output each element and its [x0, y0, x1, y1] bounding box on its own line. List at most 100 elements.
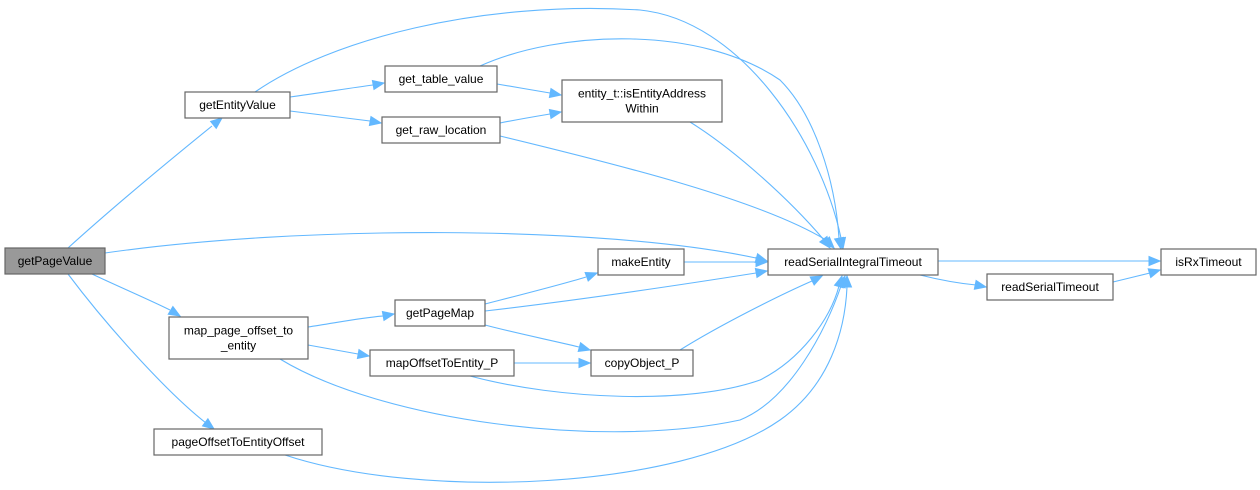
arrowhead-icon — [548, 87, 563, 99]
node-box[interactable] — [597, 248, 685, 276]
arrowhead-icon — [209, 117, 224, 130]
edge-make-entity-to-read-serial-integral-timeout — [684, 256, 769, 268]
edges-layer — [67, 7, 1162, 483]
node-box[interactable] — [561, 79, 723, 123]
edge-get-page-value-to-map-page-offset-to-entity — [91, 273, 182, 317]
edge-line — [484, 272, 757, 312]
node-label: get_table_value — [399, 72, 484, 86]
node-label: copyObject_P — [605, 356, 680, 370]
edge-get-page-value-to-get-entity-value — [67, 117, 224, 249]
node-box[interactable] — [153, 428, 323, 456]
edge-get-table-value-to-is-entity-address-within — [496, 83, 563, 99]
node-read-serial-timeout[interactable]: readSerialTimeout — [986, 273, 1114, 301]
node-get-table-value[interactable]: get_table_value — [384, 65, 498, 93]
arrowhead-icon — [973, 279, 988, 290]
node-get-page-map[interactable]: getPageMap — [394, 299, 486, 327]
edge-line — [67, 273, 207, 424]
node-box[interactable] — [168, 316, 309, 360]
node-box[interactable] — [986, 273, 1114, 301]
arrowhead-icon — [578, 357, 592, 369]
node-label: makeEntity — [611, 255, 670, 269]
edge-line — [469, 285, 840, 398]
edge-line — [307, 344, 359, 355]
node-label: Within — [625, 102, 658, 116]
edge-line — [479, 38, 840, 239]
edge-line — [484, 276, 587, 305]
edge-page-offset-to-entity-offset-to-read-serial-integral-timeout — [284, 274, 853, 483]
edge-copy-object-p-to-read-serial-integral-timeout — [679, 275, 824, 351]
edge-get-entity-value-to-get-raw-location — [289, 110, 383, 127]
arrowhead-icon — [755, 256, 769, 268]
node-label: pageOffsetToEntityOffset — [172, 435, 306, 449]
node-page-offset-to-entity-offset[interactable]: pageOffsetToEntityOffset — [153, 428, 323, 456]
edge-map-offset-to-entity-p-to-copy-object-p — [514, 357, 592, 369]
node-box[interactable] — [184, 91, 291, 119]
edge-read-serial-timeout-to-is-rx-timeout — [1112, 268, 1162, 283]
node-box[interactable] — [1160, 248, 1257, 276]
arrowhead-icon — [356, 348, 371, 360]
node-label: map_page_offset_to — [184, 324, 294, 338]
edge-get-entity-value-to-read-serial-integral-timeout — [254, 7, 847, 251]
edge-get-page-map-to-copy-object-p — [484, 324, 592, 353]
edge-line — [104, 232, 757, 259]
arrowhead-icon — [548, 108, 563, 120]
edge-get-raw-location-to-read-serial-integral-timeout — [499, 135, 835, 249]
arrowhead-icon — [818, 235, 831, 250]
edge-line — [1112, 272, 1151, 283]
edge-line — [689, 121, 825, 241]
edge-line — [67, 125, 213, 249]
edge-line — [284, 286, 848, 483]
nodes-layer: getPageValue getEntityValue get_table_valu… — [4, 65, 1257, 456]
node-map-page-offset-to-entity[interactable]: map_page_offset_to_entity — [168, 316, 309, 360]
node-label: readSerialIntegralTimeout — [784, 255, 922, 269]
arrowhead-icon — [371, 79, 386, 91]
edge-get-entity-value-to-get-table-value — [289, 79, 386, 98]
arrowhead-icon — [1148, 255, 1162, 267]
node-get-page-value[interactable]: getPageValue — [4, 247, 106, 275]
node-label: get_raw_location — [396, 123, 487, 137]
node-label: getEntityValue — [199, 98, 276, 112]
node-box[interactable] — [590, 349, 694, 377]
edge-get-table-value-to-read-serial-integral-timeout — [479, 38, 845, 251]
edge-get-page-map-to-read-serial-integral-timeout — [484, 267, 769, 312]
edge-line — [91, 273, 171, 311]
edge-line — [289, 84, 374, 98]
arrowhead-icon — [201, 417, 216, 430]
arrowhead-icon — [167, 305, 182, 317]
node-box[interactable] — [369, 349, 515, 377]
edge-get-page-value-to-page-offset-to-entity-offset — [67, 273, 216, 430]
edge-line — [919, 274, 977, 286]
node-label: mapOffsetToEntity_P — [386, 356, 499, 370]
node-make-entity[interactable]: makeEntity — [597, 248, 685, 276]
edge-line — [499, 113, 551, 124]
edge-read-serial-integral-timeout-to-is-rx-timeout — [938, 255, 1162, 267]
node-box[interactable] — [381, 116, 501, 144]
node-map-offset-to-entity-p[interactable]: mapOffsetToEntity_P — [369, 349, 515, 377]
node-box[interactable] — [4, 247, 106, 275]
edge-map-page-offset-to-entity-to-map-offset-to-entity-p — [307, 344, 371, 360]
node-read-serial-integral-timeout[interactable]: readSerialIntegralTimeout — [767, 248, 939, 276]
node-box[interactable] — [767, 248, 939, 276]
edge-map-offset-to-entity-p-to-read-serial-integral-timeout — [469, 274, 844, 398]
arrowhead-icon — [833, 236, 845, 251]
edge-line — [307, 315, 384, 328]
node-copy-object-p[interactable]: copyObject_P — [590, 349, 694, 377]
node-label: readSerialTimeout — [1001, 280, 1099, 294]
arrowhead-icon — [368, 115, 383, 127]
node-get-raw-location[interactable]: get_raw_location — [381, 116, 501, 144]
arrowhead-icon — [754, 267, 769, 279]
edge-map-page-offset-to-entity-to-get-page-map — [307, 310, 396, 328]
node-is-rx-timeout[interactable]: isRxTimeout — [1160, 248, 1257, 276]
node-label: isRxTimeout — [1175, 255, 1242, 269]
edge-is-entity-address-within-to-read-serial-integral-timeout — [689, 121, 831, 250]
node-get-entity-value[interactable]: getEntityValue — [184, 91, 291, 119]
node-box[interactable] — [384, 65, 498, 93]
arrowhead-icon — [381, 310, 396, 322]
edge-line — [279, 285, 842, 433]
edge-line — [289, 110, 371, 122]
edge-get-raw-location-to-is-entity-address-within — [499, 108, 563, 124]
node-box[interactable] — [394, 299, 486, 327]
edge-line — [254, 7, 842, 239]
